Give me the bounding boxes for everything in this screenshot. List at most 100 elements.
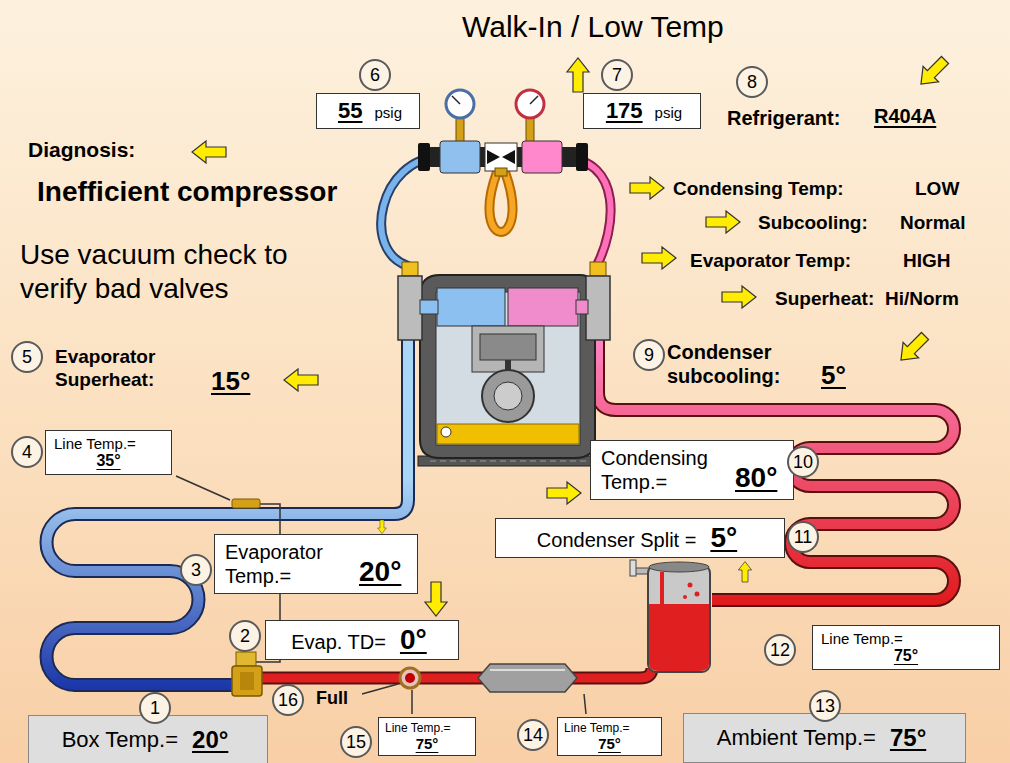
callout-number: 11 xyxy=(787,521,819,553)
suction-line-evaporator xyxy=(47,340,409,685)
callout-number: 14 xyxy=(517,719,549,751)
pointer-arrows-part xyxy=(630,177,664,199)
reading-value: 20° xyxy=(186,726,234,754)
callout-number: 16 xyxy=(272,684,304,716)
annotation-label: LOW xyxy=(915,178,959,201)
suction-line-evaporator-part xyxy=(47,340,409,685)
receiver-part xyxy=(648,565,710,672)
pointer-arrows-part xyxy=(642,247,676,269)
reading-label: 55 xyxy=(334,98,366,124)
callout-text: 2 xyxy=(240,626,250,647)
leader-lines-part xyxy=(176,476,230,500)
note-text: Evaporator Superheat: xyxy=(55,346,195,392)
annotation-label: 15° xyxy=(205,366,256,397)
liquid-line-part xyxy=(262,668,652,678)
manifold-gauge-set-part xyxy=(452,96,460,104)
manifold-gauge-set xyxy=(418,90,588,176)
manifold-gauge-set-part xyxy=(440,141,480,173)
hoses-part xyxy=(562,157,611,265)
manifold-gauge-set-part xyxy=(487,150,500,164)
expansion-valve xyxy=(232,504,280,696)
compressor-part xyxy=(494,382,522,410)
receiver-part xyxy=(683,595,687,599)
compressor-part xyxy=(590,262,606,276)
receiver-part xyxy=(630,560,636,576)
annotation-label: Superheat: xyxy=(775,288,874,311)
annotation-label: HIGH xyxy=(903,250,951,273)
reading-value: 0° xyxy=(394,624,433,656)
callout-text: 8 xyxy=(747,72,757,93)
reading-value: 80° xyxy=(729,462,783,494)
sight-glass-part xyxy=(400,668,420,688)
callout-text: 3 xyxy=(191,560,201,581)
hoses-part xyxy=(381,157,440,266)
compressor-part xyxy=(508,288,578,326)
annotation-label: Refrigerant: xyxy=(727,106,840,130)
pointer-arrows-part xyxy=(378,520,387,534)
compressor-part xyxy=(420,275,595,458)
callout-number: 7 xyxy=(601,59,633,91)
manifold-gauge-set-part xyxy=(526,116,534,142)
line-temp-box: Line Temp.=75° xyxy=(557,717,662,756)
manifold-gauge-set-part xyxy=(530,96,538,104)
expansion-valve-part xyxy=(236,652,256,666)
hoses-part xyxy=(489,172,512,232)
compressor-part xyxy=(420,300,438,314)
compressor-part xyxy=(576,300,588,314)
compressor-part xyxy=(482,370,534,422)
receiver-part xyxy=(688,583,693,588)
callout-number: 1 xyxy=(139,692,171,724)
receiver-part xyxy=(649,604,709,671)
filter-drier xyxy=(478,664,577,692)
callout-text: 10 xyxy=(793,452,813,473)
reading-label: Line Temp.= xyxy=(385,721,451,735)
line-temp-box: Line Temp.=35° xyxy=(45,430,172,475)
suction-line-evaporator-part xyxy=(47,340,409,685)
pressure-reading-box: 175psig xyxy=(583,93,701,129)
reading-value: 75° xyxy=(588,735,631,752)
temperature-box: Condenser Split =5° xyxy=(495,518,785,558)
manifold-gauge-set-part xyxy=(522,141,562,173)
callout-text: 1 xyxy=(150,698,160,719)
condenser-coil-part xyxy=(598,330,954,600)
manifold-gauge-set-part xyxy=(495,168,507,176)
filter-drier-part xyxy=(478,664,577,692)
pointer-arrows-part xyxy=(893,328,933,368)
pointer-arrows-part xyxy=(706,211,740,233)
manifold-gauge-set-part xyxy=(516,90,544,118)
pointer-arrows-part xyxy=(738,562,751,582)
pointer-arrows-part xyxy=(913,52,953,92)
compressor xyxy=(398,262,610,466)
compressor-part xyxy=(402,262,418,276)
reading-label: Evaporator Temp.= xyxy=(225,540,343,588)
annotation-label: Condensing Temp: xyxy=(673,178,844,201)
reading-value: psig xyxy=(655,104,683,121)
callout-text: 11 xyxy=(794,527,813,548)
callout-number: 15 xyxy=(340,726,372,758)
annotation-label: Diagnosis: xyxy=(28,137,135,162)
reading-label: Evap. TD= xyxy=(291,631,386,654)
sensing-bulb xyxy=(232,499,260,508)
manifold-gauge-set-part xyxy=(576,143,588,171)
receiver-part xyxy=(649,562,709,572)
leader-lines-part xyxy=(584,694,586,714)
callout-text: 4 xyxy=(22,442,32,463)
pointer-arrows xyxy=(192,52,953,616)
note-text: Use vacuum check to verify bad valves xyxy=(20,238,320,305)
manifold-gauge-set-part xyxy=(456,116,464,142)
reading-label: Box Temp.= xyxy=(62,727,178,753)
condenser-coil-part xyxy=(598,330,954,600)
reading-value: 75° xyxy=(406,735,449,752)
callout-number: 8 xyxy=(736,66,768,98)
callout-number: 2 xyxy=(229,620,261,652)
reading-value: 75° xyxy=(880,647,932,665)
compressor-part xyxy=(430,461,586,462)
leader-lines-part xyxy=(411,690,413,714)
callout-text: 7 xyxy=(612,65,622,86)
leader-lines-part xyxy=(362,684,398,694)
hoses-part xyxy=(381,157,440,266)
callout-text: 13 xyxy=(815,696,835,717)
manifold-gauge-set-part xyxy=(502,150,515,164)
temperature-box: Evap. TD= 0° xyxy=(265,620,459,660)
hoses-part xyxy=(562,157,611,265)
